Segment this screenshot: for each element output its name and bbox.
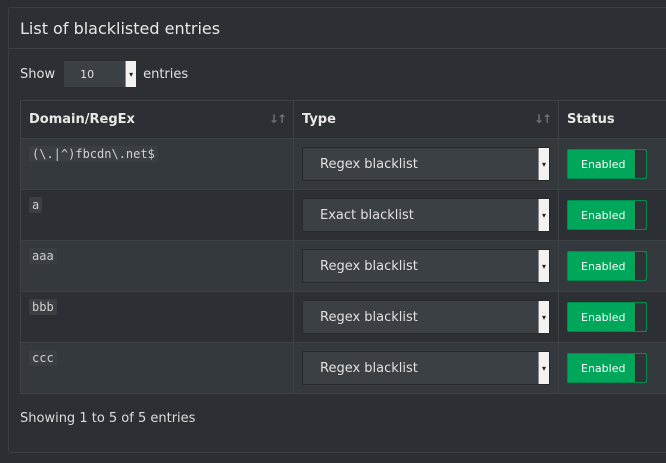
toggle-handle[interactable] (635, 303, 646, 331)
column-header-status[interactable]: Status (558, 100, 666, 139)
domain-value: a (29, 197, 43, 213)
page-length-value: 10 (80, 67, 95, 81)
chevron-down-icon[interactable]: ▾ (538, 250, 549, 282)
status-toggle[interactable]: Enabled (567, 353, 647, 383)
sort-icon[interactable]: ↓↑ (268, 112, 287, 126)
type-select[interactable]: Exact blacklist ▾ (302, 198, 550, 232)
show-label: Show (20, 66, 56, 82)
chevron-down-icon[interactable]: ▾ (538, 301, 549, 333)
toggle-handle[interactable] (635, 150, 646, 178)
panel-title: List of blacklisted entries (9, 8, 666, 49)
status-label: Enabled (581, 259, 626, 273)
chevron-down-icon[interactable]: ▾ (538, 148, 549, 180)
status-label: Enabled (581, 157, 626, 171)
blacklist-table: Domain/RegEx ↓↑ Type ↓↑ Status (\.|^)fbc… (20, 100, 666, 394)
domain-value: ccc (29, 350, 57, 366)
table-info: Showing 1 to 5 of 5 entries (20, 411, 196, 426)
column-header-domain[interactable]: Domain/RegEx ↓↑ (20, 100, 294, 139)
type-value: Regex blacklist (320, 309, 418, 325)
type-value: Regex blacklist (320, 258, 418, 274)
status-toggle[interactable]: Enabled (567, 149, 647, 179)
table-row: (\.|^)fbcdn\.net$ Regex blacklist ▾ Enab… (20, 138, 666, 190)
toggle-handle[interactable] (635, 354, 646, 382)
table-row: ccc Regex blacklist ▾ Enabled (20, 342, 666, 394)
domain-value: aaa (29, 248, 57, 264)
status-toggle[interactable]: Enabled (567, 302, 647, 332)
type-select[interactable]: Regex blacklist ▾ (302, 300, 550, 334)
status-label: Enabled (581, 361, 626, 375)
type-value: Exact blacklist (320, 207, 414, 223)
toggle-handle[interactable] (635, 201, 646, 229)
table-row: a Exact blacklist ▾ Enabled (20, 189, 666, 241)
chevron-down-icon[interactable]: ▾ (125, 61, 137, 87)
type-value: Regex blacklist (320, 156, 418, 172)
toggle-handle[interactable] (635, 252, 646, 280)
type-select[interactable]: Regex blacklist ▾ (302, 249, 550, 283)
status-label: Enabled (581, 208, 626, 222)
status-toggle[interactable]: Enabled (567, 200, 647, 230)
type-select[interactable]: Regex blacklist ▾ (302, 147, 550, 181)
domain-value: (\.|^)fbcdn\.net$ (29, 146, 158, 162)
page-length-select[interactable]: 10 ▾ (63, 60, 138, 88)
domain-value: bbb (29, 299, 57, 315)
column-header-type[interactable]: Type ↓↑ (293, 100, 559, 139)
type-select[interactable]: Regex blacklist ▾ (302, 351, 550, 385)
entries-label: entries (143, 66, 189, 82)
sort-icon[interactable]: ↓↑ (533, 112, 552, 126)
table-row: aaa Regex blacklist ▾ Enabled (20, 240, 666, 292)
length-control: Show 10 ▾ entries (20, 60, 188, 88)
type-value: Regex blacklist (320, 360, 418, 376)
table-row: bbb Regex blacklist ▾ Enabled (20, 291, 666, 343)
status-toggle[interactable]: Enabled (567, 251, 647, 281)
status-label: Enabled (581, 310, 626, 324)
chevron-down-icon[interactable]: ▾ (538, 352, 549, 384)
chevron-down-icon[interactable]: ▾ (538, 199, 549, 231)
blacklist-panel: List of blacklisted entries Show 10 ▾ en… (8, 7, 666, 453)
